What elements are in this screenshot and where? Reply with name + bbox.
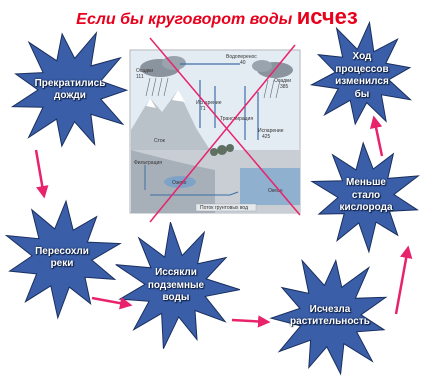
- wc-label-runoff: Сток: [154, 138, 166, 144]
- step-star-2: [4, 199, 122, 320]
- step-label-2: Пересохли реки: [35, 245, 89, 270]
- arrow-2-to-3: [91, 296, 133, 310]
- step-label-1: Прекратились дожди: [34, 77, 106, 102]
- step-star-3: [115, 222, 241, 349]
- arrow-3-to-4: [231, 315, 271, 328]
- wc-label-evaporation-2: Испарение: [258, 128, 284, 134]
- wc-label-precip-1: Осадки: [136, 68, 153, 74]
- stars-layer: [4, 20, 420, 376]
- wc-label-evaporation-1-value: 71: [200, 106, 206, 112]
- step-star-4: [269, 258, 388, 376]
- flow-arrows: [34, 115, 413, 328]
- step-label-3: Иссякли подземные воды: [147, 267, 205, 304]
- step-star-1: [10, 31, 129, 148]
- arrow-5-to-6: [369, 115, 384, 157]
- step-label-6: Ход процессов изменился бы: [335, 51, 389, 100]
- water-cycle-illustration: Осадки 111 Водоперенос 40 Осадки 385 Исп…: [129, 37, 301, 223]
- step-star-6: [309, 20, 413, 126]
- step-star-5: [310, 141, 420, 254]
- title-emphasis: исчез: [296, 4, 358, 29]
- wc-label-ocean: Океан: [268, 188, 283, 194]
- wc-label-evaporation-2-value: 425: [262, 134, 271, 140]
- wc-label-precip-1-value: 111: [136, 74, 144, 80]
- step-label-5: Меньше стало кислорода: [339, 177, 393, 214]
- cross-out-line-1: [149, 37, 301, 216]
- page-title: Если бы круговорот воды исчез: [0, 4, 434, 30]
- arrow-4-to-5: [394, 245, 413, 315]
- arrow-1-to-2: [34, 149, 49, 199]
- wc-label-precip-2: Осадки: [274, 78, 291, 84]
- wc-label-filtration: Фильтрация: [134, 160, 162, 166]
- title-prefix: Если бы круговорот воды: [76, 11, 297, 28]
- wc-label-precip-2-value: 385: [280, 84, 289, 90]
- wc-label-lake: Озеро: [172, 180, 187, 186]
- wc-label-water-transfer: Водоперенос: [226, 54, 257, 60]
- step-label-4: Исчезла растительность: [290, 303, 370, 328]
- cross-out-line-2: [149, 44, 296, 223]
- wc-label-water-transfer-value: 40: [240, 60, 246, 66]
- wc-label-groundwater-flow: Поток грунтовых вод: [200, 205, 248, 211]
- wc-label-evaporation-1: Испарение: [196, 100, 222, 106]
- wc-label-transpiration: Транспирация: [220, 116, 253, 122]
